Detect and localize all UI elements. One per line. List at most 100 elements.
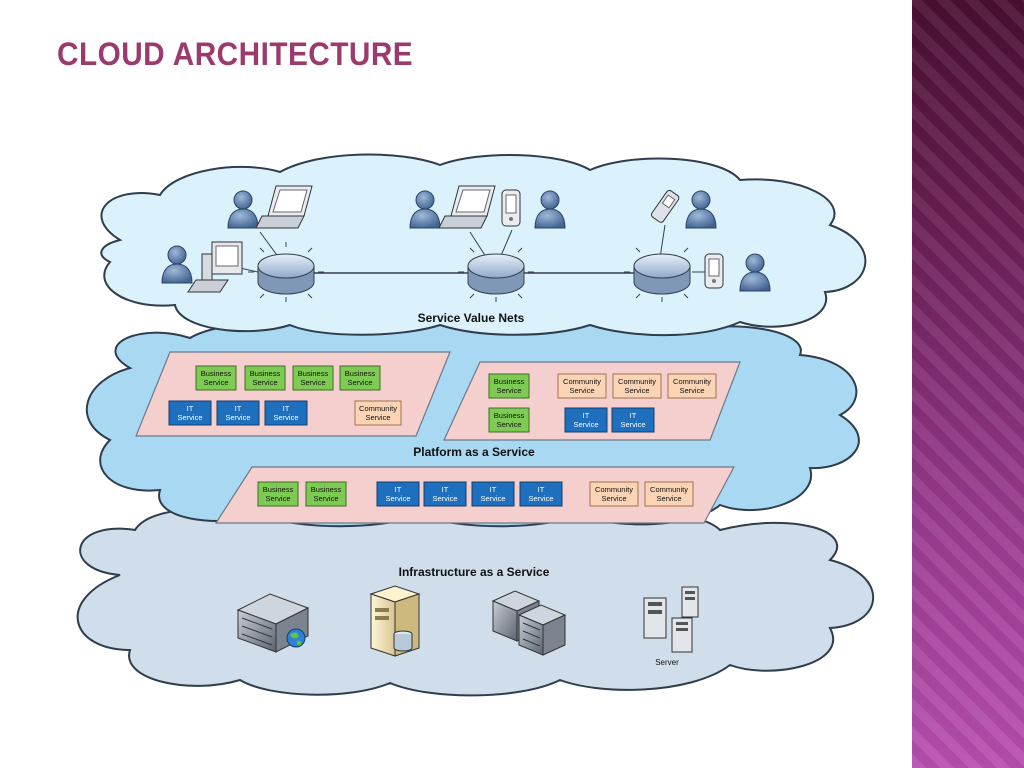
network-link [659,224,666,259]
network-link [239,267,259,273]
user-icon [409,190,441,229]
svg-text:IT: IT [187,404,194,413]
user-icon [739,253,771,292]
svg-text:Business: Business [298,369,329,378]
svg-text:Business: Business [494,377,525,386]
network-hub-icon [248,242,324,302]
server-label: Server [655,658,679,667]
user-icon [161,245,193,284]
service-value-nets-label: Service Value Nets [418,311,525,325]
globe-icon [286,628,306,648]
svg-text:Service: Service [480,494,505,503]
pda-icon [501,189,521,227]
svg-text:Service: Service [496,386,521,395]
network-hub-icon [624,247,691,302]
svg-text:Business: Business [311,485,342,494]
tower-server-icon [681,586,699,618]
iaas-label: Infrastructure as a Service [399,565,550,579]
svg-text:Service: Service [365,413,390,422]
desktop-computer-icon [187,241,243,293]
iaas-cloud [76,506,875,697]
svg-text:IT: IT [442,485,449,494]
mobile-phone-icon [650,189,680,223]
svg-text:Service: Service [177,413,202,422]
svg-text:Community: Community [563,377,601,386]
svg-text:Service: Service [432,494,457,503]
database-server-icon [369,585,421,657]
svg-text:Community: Community [650,485,688,494]
svg-text:Service: Service [225,413,250,422]
network-link [499,229,513,259]
svg-text:IT: IT [283,404,290,413]
svg-text:Business: Business [345,369,376,378]
svg-text:IT: IT [395,485,402,494]
svg-text:Community: Community [595,485,633,494]
svg-text:Service: Service [496,420,521,429]
server-cluster-icon [491,590,567,656]
svg-text:Service: Service [347,378,372,387]
network-hub-icon [458,247,534,302]
slide-title: CLOUD ARCHITECTURE [57,36,414,72]
user-icon [685,190,717,229]
svg-text:Business: Business [494,411,525,420]
svg-text:Service: Service [385,494,410,503]
user-icon [227,190,259,229]
tower-server-icon [671,617,693,653]
tower-server-icon [643,597,667,639]
svg-text:Service: Service [265,494,290,503]
decorative-side-band [912,0,1024,768]
svg-text:Community: Community [673,377,711,386]
user-icon [534,190,566,229]
svg-text:Business: Business [263,485,294,494]
svg-text:Service: Service [252,378,277,387]
svg-text:IT: IT [235,404,242,413]
svg-text:Service: Service [313,494,338,503]
svg-text:Service: Service [203,378,228,387]
svg-text:Service: Service [620,420,645,429]
svg-text:Service: Service [528,494,553,503]
svg-text:Community: Community [618,377,656,386]
svg-text:IT: IT [630,411,637,420]
svg-text:Service: Service [679,386,704,395]
svg-text:Service: Service [656,494,681,503]
pda-icon [704,253,724,289]
svg-text:Business: Business [250,369,281,378]
svg-text:IT: IT [490,485,497,494]
svg-text:Service: Service [573,420,598,429]
svg-text:IT: IT [538,485,545,494]
svg-text:Service: Service [569,386,594,395]
svg-text:Service: Service [624,386,649,395]
laptop-icon [255,185,313,229]
laptop-icon [438,185,496,229]
svg-text:Service: Service [601,494,626,503]
svg-text:Service: Service [273,413,298,422]
paas-label: Platform as a Service [413,445,535,459]
svg-text:Service: Service [300,378,325,387]
svg-text:Community: Community [359,404,397,413]
svg-text:IT: IT [583,411,590,420]
